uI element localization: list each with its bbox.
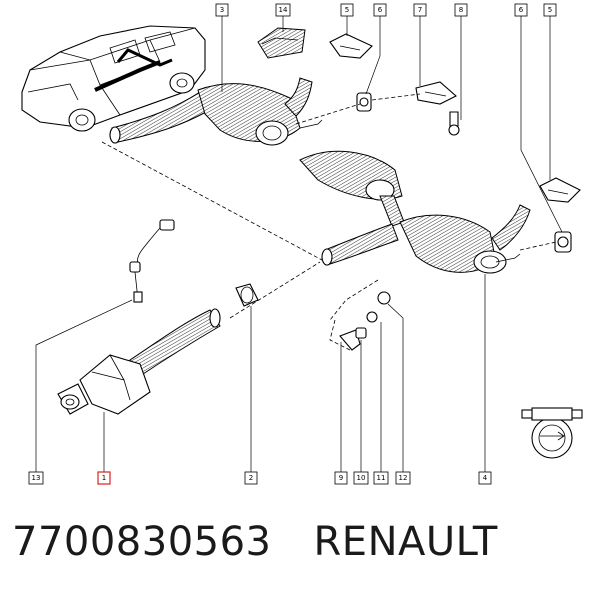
callout-12: 12 [395, 471, 411, 485]
exhaust-system-diagram: 3 14 5 6 7 8 6 5 13 1 2 9 [21, 3, 583, 485]
part-caption: 7700830563 RENAULT [12, 512, 592, 572]
assembly-lines [101, 93, 557, 351]
callout-5-upper: 5 [340, 3, 354, 17]
callout-13: 13 [28, 471, 44, 485]
callout-5-lower-label: 5 [548, 6, 552, 14]
clamp-detail [521, 407, 583, 459]
callout-3: 3 [215, 3, 229, 17]
callout-2-label: 2 [249, 474, 253, 482]
callout-10-label: 10 [357, 474, 366, 482]
rear-muffler [109, 77, 323, 146]
callout-5-upper-label: 5 [345, 6, 349, 14]
callout-4: 4 [478, 471, 492, 485]
catalytic-converter [57, 308, 221, 415]
callout-1-label: 1 [102, 474, 106, 482]
brackets-lower [539, 177, 581, 253]
oxygen-sensor [129, 219, 175, 303]
clamp-part-2 [235, 283, 259, 307]
callout-9: 9 [334, 471, 348, 485]
callout-10: 10 [353, 471, 369, 485]
leader-lines [35, 16, 563, 476]
part-number: 7700830563 [12, 519, 272, 565]
gasket-part-14 [257, 27, 306, 59]
callout-9-label: 9 [339, 474, 343, 482]
callout-14: 14 [275, 3, 291, 17]
callout-6-upper-label: 6 [378, 6, 383, 14]
hardware-parts [339, 291, 391, 351]
callout-2: 2 [244, 471, 258, 485]
callout-3-label: 3 [220, 6, 224, 14]
callout-12-label: 12 [399, 474, 408, 482]
callout-14-label: 14 [279, 6, 288, 14]
callout-6-upper: 6 [373, 3, 387, 17]
callout-4-label: 4 [483, 474, 488, 482]
callout-8: 8 [454, 3, 468, 17]
intermediate-pipe [299, 150, 531, 274]
callout-1: 1 [97, 471, 111, 485]
callout-5-lower: 5 [543, 3, 557, 17]
callout-13-label: 13 [32, 474, 41, 482]
callout-11-label: 11 [377, 474, 386, 482]
callout-7-label: 7 [418, 6, 422, 14]
brackets-upper [329, 33, 460, 136]
callout-11: 11 [373, 471, 389, 485]
callout-6-lower: 6 [514, 3, 528, 17]
callout-6-lower-label: 6 [519, 6, 524, 14]
callout-8-label: 8 [459, 6, 463, 14]
car-illustration [21, 25, 206, 132]
callout-7: 7 [413, 3, 427, 17]
brand-name: RENAULT [313, 519, 498, 565]
